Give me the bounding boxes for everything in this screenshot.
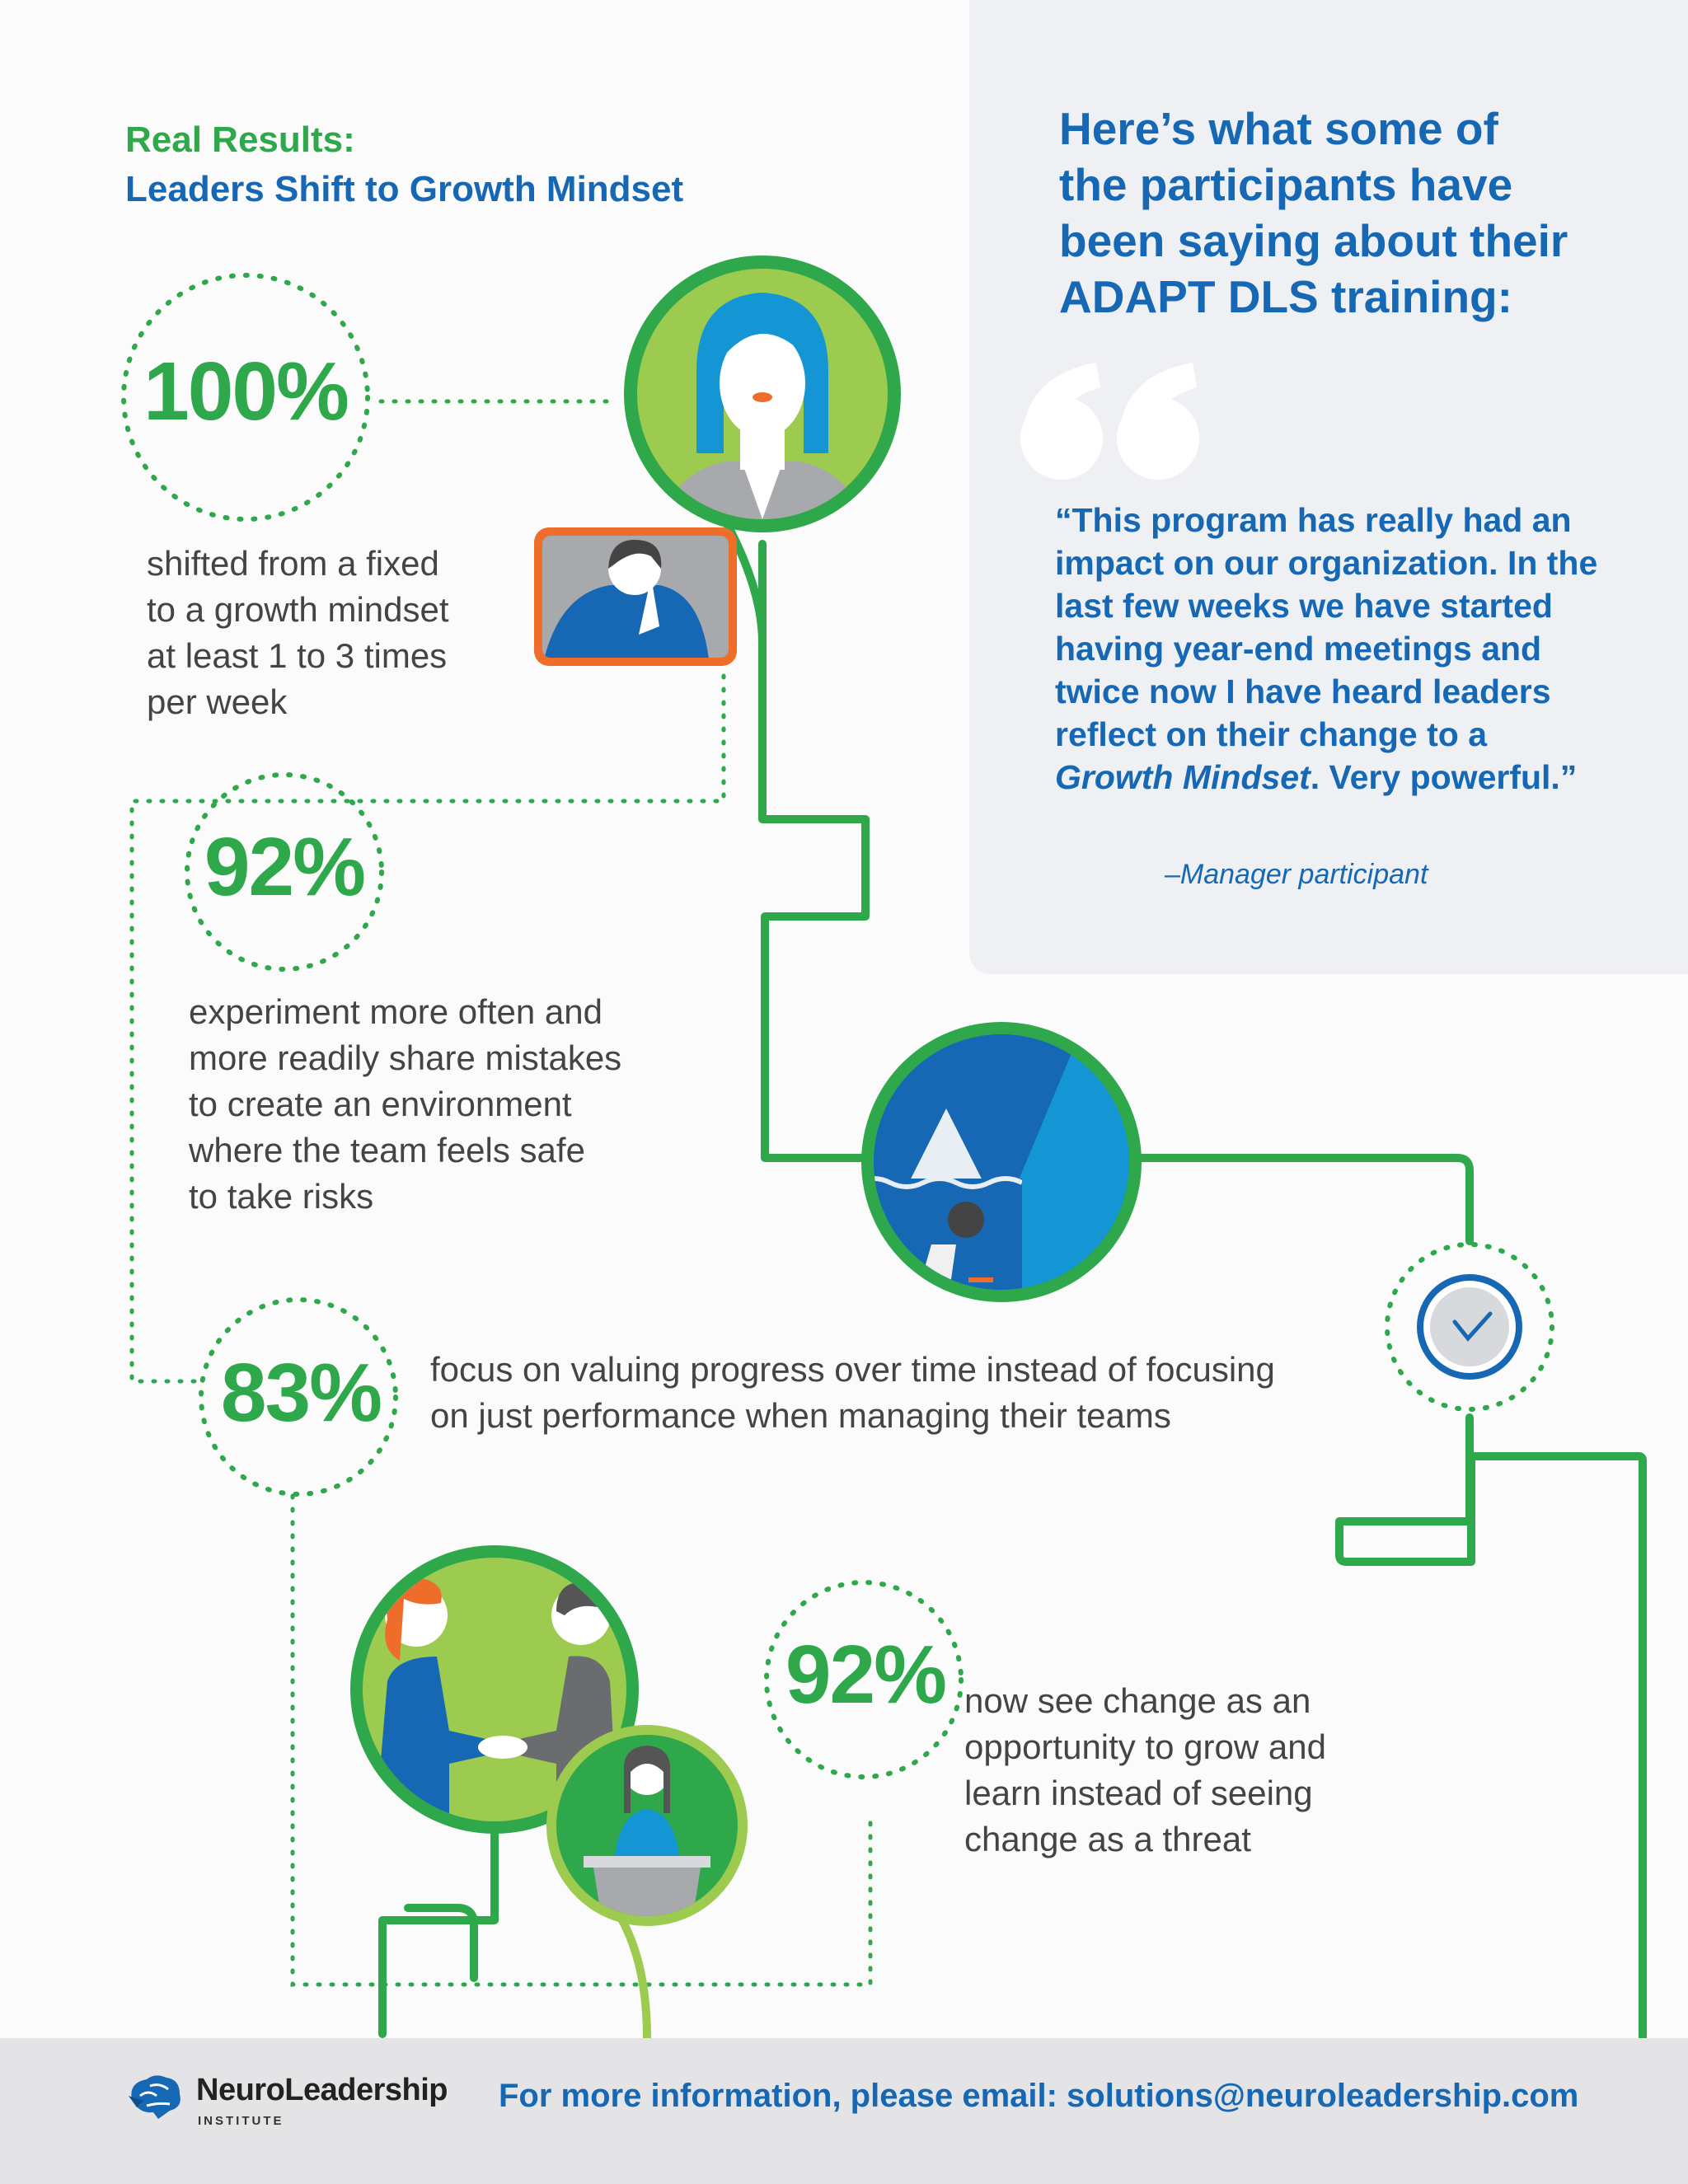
mountain-explorer-illustration bbox=[861, 1022, 1142, 1302]
stat-value-2: 92% bbox=[204, 821, 366, 913]
quote-mark-icon bbox=[1020, 363, 1199, 480]
stat-value-4: 92% bbox=[785, 1629, 947, 1721]
quote-emphasis: Growth Mindset bbox=[1055, 758, 1311, 796]
presenter-illustration bbox=[546, 1725, 748, 2039]
stat-description-3: focus on valuing progress over time inst… bbox=[430, 1350, 1275, 1435]
stressed-man-illustration bbox=[534, 527, 737, 666]
stat-value-1: 100% bbox=[143, 345, 349, 438]
section-title: Leaders Shift to Growth Mindset bbox=[125, 169, 684, 209]
logo-wordmark: NeuroLeadership bbox=[196, 2073, 448, 2107]
testimonial-quote: “This program has really had an impact o… bbox=[1055, 499, 1599, 799]
brain-logo-icon bbox=[129, 2075, 181, 2119]
contact-cta[interactable]: For more information, please email: solu… bbox=[499, 2078, 1579, 2114]
testimonial-attribution: –Manager participant bbox=[1165, 859, 1428, 890]
section-eyebrow: Real Results: bbox=[125, 120, 355, 160]
logo-subtitle: INSTITUTE bbox=[198, 2114, 284, 2128]
stat-description-2: experiment more often and more readily s… bbox=[189, 992, 622, 1216]
quote-text-before: “This program has really had an impact o… bbox=[1055, 501, 1598, 753]
clock-icon bbox=[1417, 1274, 1522, 1380]
stat-description-1: shifted from a fixed to a growth mindset… bbox=[147, 544, 449, 721]
quote-text-after: . Very powerful.” bbox=[1310, 758, 1578, 796]
stat-description-4: now see change as an opportunity to grow… bbox=[964, 1681, 1326, 1858]
footer: NeuroLeadership INSTITUTE For more infor… bbox=[0, 2038, 1688, 2184]
testimonial-panel bbox=[969, 0, 1688, 974]
woman-portrait-illustration bbox=[624, 255, 901, 644]
handshake-illustration bbox=[350, 1545, 639, 1834]
stat-rings bbox=[121, 273, 1554, 1779]
dotted-connectors bbox=[129, 399, 873, 1987]
testimonial-heading: Here’s what some of the participants hav… bbox=[1059, 103, 1568, 322]
stat-value-3: 83% bbox=[220, 1347, 382, 1439]
green-pipeline bbox=[378, 540, 1647, 2042]
